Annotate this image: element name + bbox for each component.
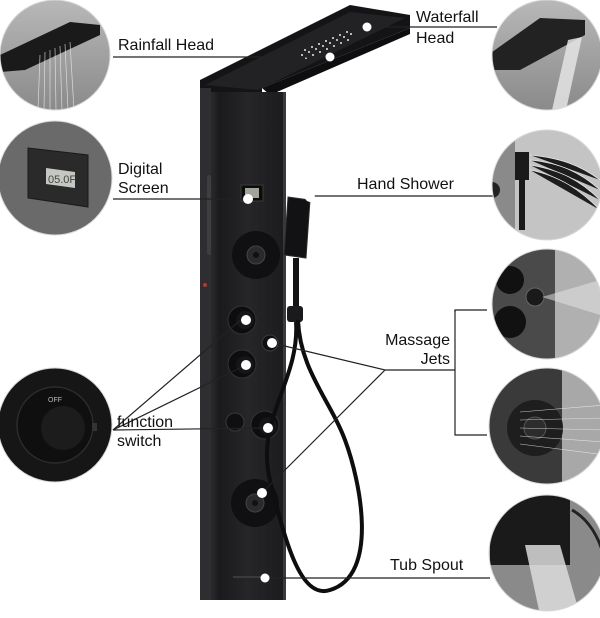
label-function-switch-line2: switch (117, 433, 162, 450)
shower-panel (200, 5, 410, 600)
rainfall-nozzles (301, 31, 352, 59)
panel-tub-spout (233, 576, 265, 578)
hand-shower (283, 196, 311, 322)
detail-tub-spout (489, 495, 600, 611)
label-function-switch-line1: function (117, 414, 174, 431)
detail-hand-shower (492, 130, 600, 240)
label-digital-screen-line1: Digital (118, 161, 163, 178)
label-waterfall-head-line2: Head (416, 30, 455, 47)
label-tub-spout: Tub Spout (390, 557, 464, 574)
shower-hose (264, 319, 364, 594)
switch-off-marking: OFF (48, 397, 62, 404)
detail-function-switch: OFF (0, 368, 112, 482)
label-waterfall-head-line1: Waterfall (416, 9, 479, 26)
label-massage-jets-line1: Massage (385, 332, 450, 349)
detail-waterfall-head (492, 0, 600, 110)
callout-dots (241, 22, 372, 583)
detail-rainfall-head (0, 0, 110, 110)
detail-digital-screen: 05.0F (0, 121, 112, 235)
label-rainfall-head: Rainfall Head (118, 37, 215, 54)
panel-body-jet-lower (231, 479, 279, 527)
label-digital-screen-line2: Screen (118, 180, 169, 197)
detail-massage-jets-body (489, 368, 600, 484)
label-massage-jets-line2: Jets (420, 351, 450, 368)
panel-body-jet-upper (232, 231, 280, 279)
leader-lines (112, 26, 497, 579)
label-hand-shower: Hand Shower (357, 176, 454, 193)
digital-display-reading: 05.0F (48, 174, 76, 186)
